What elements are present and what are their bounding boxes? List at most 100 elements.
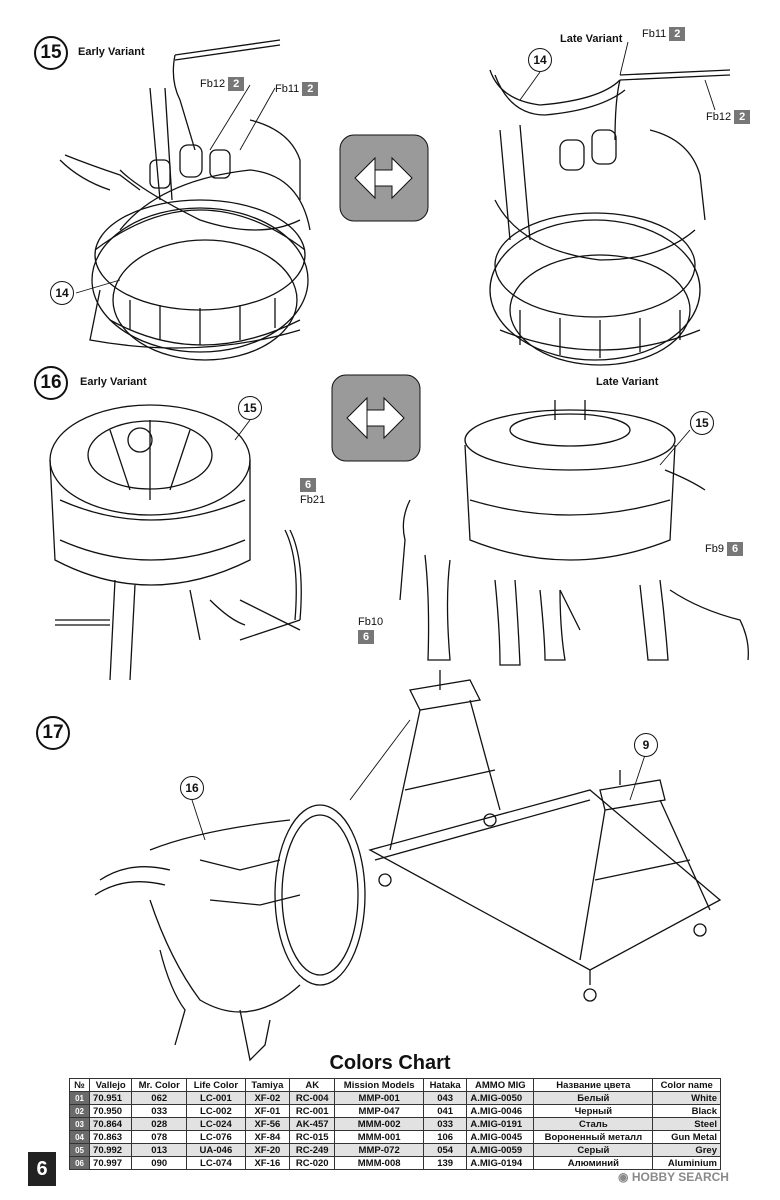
engine-stand <box>368 670 722 1002</box>
column-header: Название цвета <box>533 1078 654 1092</box>
cell-vallejo: 70.864 <box>89 1117 133 1131</box>
cell-mr-color: 062 <box>131 1091 188 1105</box>
column-header: Vallejo <box>89 1078 133 1092</box>
cell-vallejo: 70.950 <box>89 1104 133 1118</box>
variant-arrow-15 <box>339 134 429 222</box>
engine-17 <box>94 804 366 1062</box>
cell-color-name-ru: Черный <box>533 1104 654 1118</box>
table-row: 01 70.951 062 LC-001 XF-02 RC-004 MMP-00… <box>68 1091 721 1105</box>
cell-color-name-ru: Вороненный металл <box>533 1130 654 1144</box>
row-number: 01 <box>68 1091 91 1105</box>
part-code: Fb11 <box>642 28 667 40</box>
sprue-badge: 2 <box>302 82 319 96</box>
callout-part-15: 15 <box>690 411 714 435</box>
part-code: Fb12 <box>200 78 226 90</box>
variant-label-early-16: Early Variant <box>80 376 147 388</box>
cell-color-name: Black <box>652 1104 721 1118</box>
table-row: 05 70.992 013 UA-046 XF-20 RC-249 MMP-07… <box>68 1143 721 1157</box>
cell-ak: RC-004 <box>289 1091 336 1105</box>
cell-vallejo: 70.863 <box>89 1130 133 1144</box>
cell-life-color: LC-074 <box>186 1156 246 1170</box>
cell-mission-models: MMP-047 <box>334 1104 424 1118</box>
cell-vallejo: 70.951 <box>89 1091 133 1105</box>
step-number-16: 16 <box>34 366 68 400</box>
cell-color-name-ru: Алюминий <box>533 1156 654 1170</box>
cell-ammo-mig: A.MIG-0191 <box>466 1117 535 1131</box>
sprue-badge: 2 <box>734 110 751 124</box>
sprue-badge: 6 <box>726 542 744 556</box>
cell-color-name: Steel <box>652 1117 721 1131</box>
column-header: Hataka <box>422 1078 468 1092</box>
part-label-fb12: Fb12 2 <box>706 110 751 124</box>
colors-chart-table: № Vallejo Mr. Color Life Color Tamiya AK… <box>68 1078 721 1170</box>
column-header: Mission Models <box>334 1078 424 1092</box>
part-label-fb21: 6 Fb21 <box>300 478 325 506</box>
colors-chart-header-row: № Vallejo Mr. Color Life Color Tamiya AK… <box>68 1078 721 1092</box>
part-code: Fb10 <box>358 616 384 628</box>
cell-life-color: LC-024 <box>186 1117 246 1131</box>
column-header: AMMO MIG <box>466 1078 535 1092</box>
engine-15-late <box>489 69 731 366</box>
variant-arrow-16 <box>331 374 421 462</box>
table-row: 06 70.997 090 LC-074 XF-16 RC-020 MMM-00… <box>68 1156 721 1170</box>
cell-mr-color: 090 <box>131 1156 188 1170</box>
variant-label-late-15: Late Variant <box>560 33 623 45</box>
cell-vallejo: 70.997 <box>89 1156 133 1170</box>
cell-ak: AK-457 <box>289 1117 336 1131</box>
cell-color-name-ru: Серый <box>533 1143 654 1157</box>
sprue-badge: 6 <box>358 630 375 644</box>
sprue-badge: 2 <box>669 27 686 41</box>
cell-ak: RC-015 <box>289 1130 336 1144</box>
row-number: 04 <box>68 1130 91 1144</box>
row-number: 06 <box>68 1156 91 1170</box>
cell-mr-color: 028 <box>131 1117 188 1131</box>
cell-mission-models: MMM-001 <box>334 1130 424 1144</box>
cell-hataka: 139 <box>422 1156 468 1170</box>
cell-life-color: LC-001 <box>186 1091 246 1105</box>
callout-part-14: 14 <box>50 281 74 305</box>
cell-mission-models: MMM-002 <box>334 1117 424 1131</box>
step-number-15: 15 <box>34 36 68 70</box>
callout-part-9: 9 <box>634 733 658 757</box>
cell-mission-models: MMM-008 <box>334 1156 424 1170</box>
part-label-fb9: Fb9 6 <box>705 542 744 556</box>
column-header: Tamiya <box>244 1078 291 1092</box>
cell-ammo-mig: A.MIG-0045 <box>466 1130 535 1144</box>
row-number: 03 <box>68 1117 91 1131</box>
part-label-fb12: Fb12 2 <box>200 77 245 91</box>
cell-hataka: 041 <box>422 1104 468 1118</box>
cell-hataka: 033 <box>422 1117 468 1131</box>
step-number-17: 17 <box>36 716 70 750</box>
cell-life-color: LC-076 <box>186 1130 246 1144</box>
table-row: 02 70.950 033 LC-002 XF-01 RC-001 MMP-04… <box>68 1104 721 1118</box>
cell-color-name: Grey <box>652 1143 721 1157</box>
engine-16-early <box>49 404 302 681</box>
cell-mr-color: 033 <box>131 1104 188 1118</box>
cell-ammo-mig: A.MIG-0050 <box>466 1091 535 1105</box>
cell-tamiya: XF-02 <box>244 1091 291 1105</box>
cell-ak: RC-001 <box>289 1104 336 1118</box>
cell-hataka: 106 <box>422 1130 468 1144</box>
sprue-badge: 2 <box>228 77 245 91</box>
cell-tamiya: XF-84 <box>244 1130 291 1144</box>
cell-mr-color: 013 <box>131 1143 188 1157</box>
column-header: Life Color <box>186 1078 246 1092</box>
page-number: 6 <box>28 1152 56 1186</box>
cell-tamiya: XF-16 <box>244 1156 291 1170</box>
column-header: AK <box>289 1078 336 1092</box>
cell-life-color: LC-002 <box>186 1104 246 1118</box>
part-label-fb11: Fb11 2 <box>642 27 686 41</box>
part-label-fb11: Fb11 2 <box>275 82 319 96</box>
callout-part-14: 14 <box>528 48 552 72</box>
cell-color-name: White <box>652 1091 721 1105</box>
cell-ammo-mig: A.MIG-0046 <box>466 1104 535 1118</box>
variant-label-early-15: Early Variant <box>78 46 145 58</box>
row-number: 02 <box>68 1104 91 1118</box>
part-code: Fb11 <box>275 83 300 95</box>
column-header: Color name <box>652 1078 721 1092</box>
callout-part-16: 16 <box>180 776 204 800</box>
cell-mission-models: MMP-001 <box>334 1091 424 1105</box>
sprue-badge: 6 <box>300 478 317 492</box>
cell-color-name: Gun Metal <box>652 1130 721 1144</box>
column-header: № <box>68 1078 91 1092</box>
